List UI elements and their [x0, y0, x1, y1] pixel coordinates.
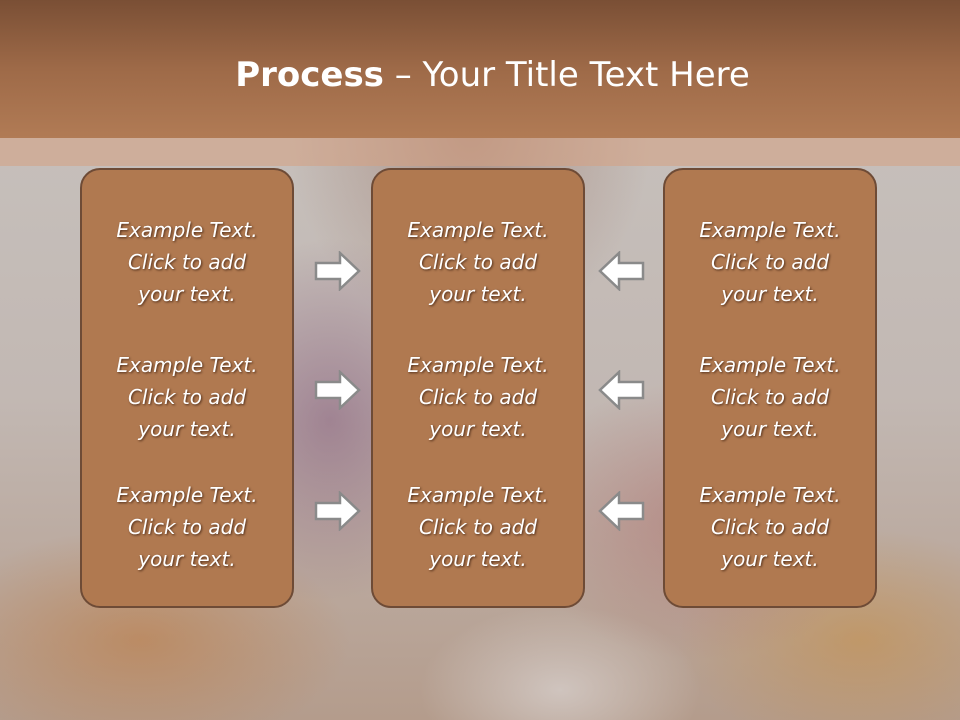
box-text[interactable]: Example Text. Click to add your text. [699, 483, 841, 571]
box-text[interactable]: Example Text. Click to add your text. [407, 218, 549, 306]
arrow-right-icon [314, 491, 361, 531]
box-text[interactable]: Example Text. Click to add your text. [116, 483, 258, 571]
title-bold: Process [235, 55, 384, 95]
title-rest: – Your Title Text Here [383, 55, 750, 95]
box-text[interactable]: Example Text. Click to add your text. [699, 218, 841, 306]
box-text[interactable]: Example Text. Click to add your text. [407, 483, 549, 571]
arrow-left-icon [598, 370, 645, 410]
process-box-center[interactable]: Example Text. Click to add your text. Ex… [371, 168, 585, 608]
arrow-left-icon [598, 491, 645, 531]
box-text[interactable]: Example Text. Click to add your text. [407, 353, 549, 441]
title-bar [0, 0, 960, 138]
arrow-right-icon [314, 251, 361, 291]
process-box-left[interactable]: Example Text. Click to add your text. Ex… [80, 168, 294, 608]
box-text[interactable]: Example Text. Click to add your text. [699, 353, 841, 441]
arrow-right-icon [314, 370, 361, 410]
box-text[interactable]: Example Text. Click to add your text. [116, 353, 258, 441]
arrow-left-icon [598, 251, 645, 291]
process-box-right[interactable]: Example Text. Click to add your text. Ex… [663, 168, 877, 608]
title-bar-band [0, 138, 960, 166]
slide-title[interactable]: Process – Your Title Text Here [0, 54, 960, 96]
box-text[interactable]: Example Text. Click to add your text. [116, 218, 258, 306]
